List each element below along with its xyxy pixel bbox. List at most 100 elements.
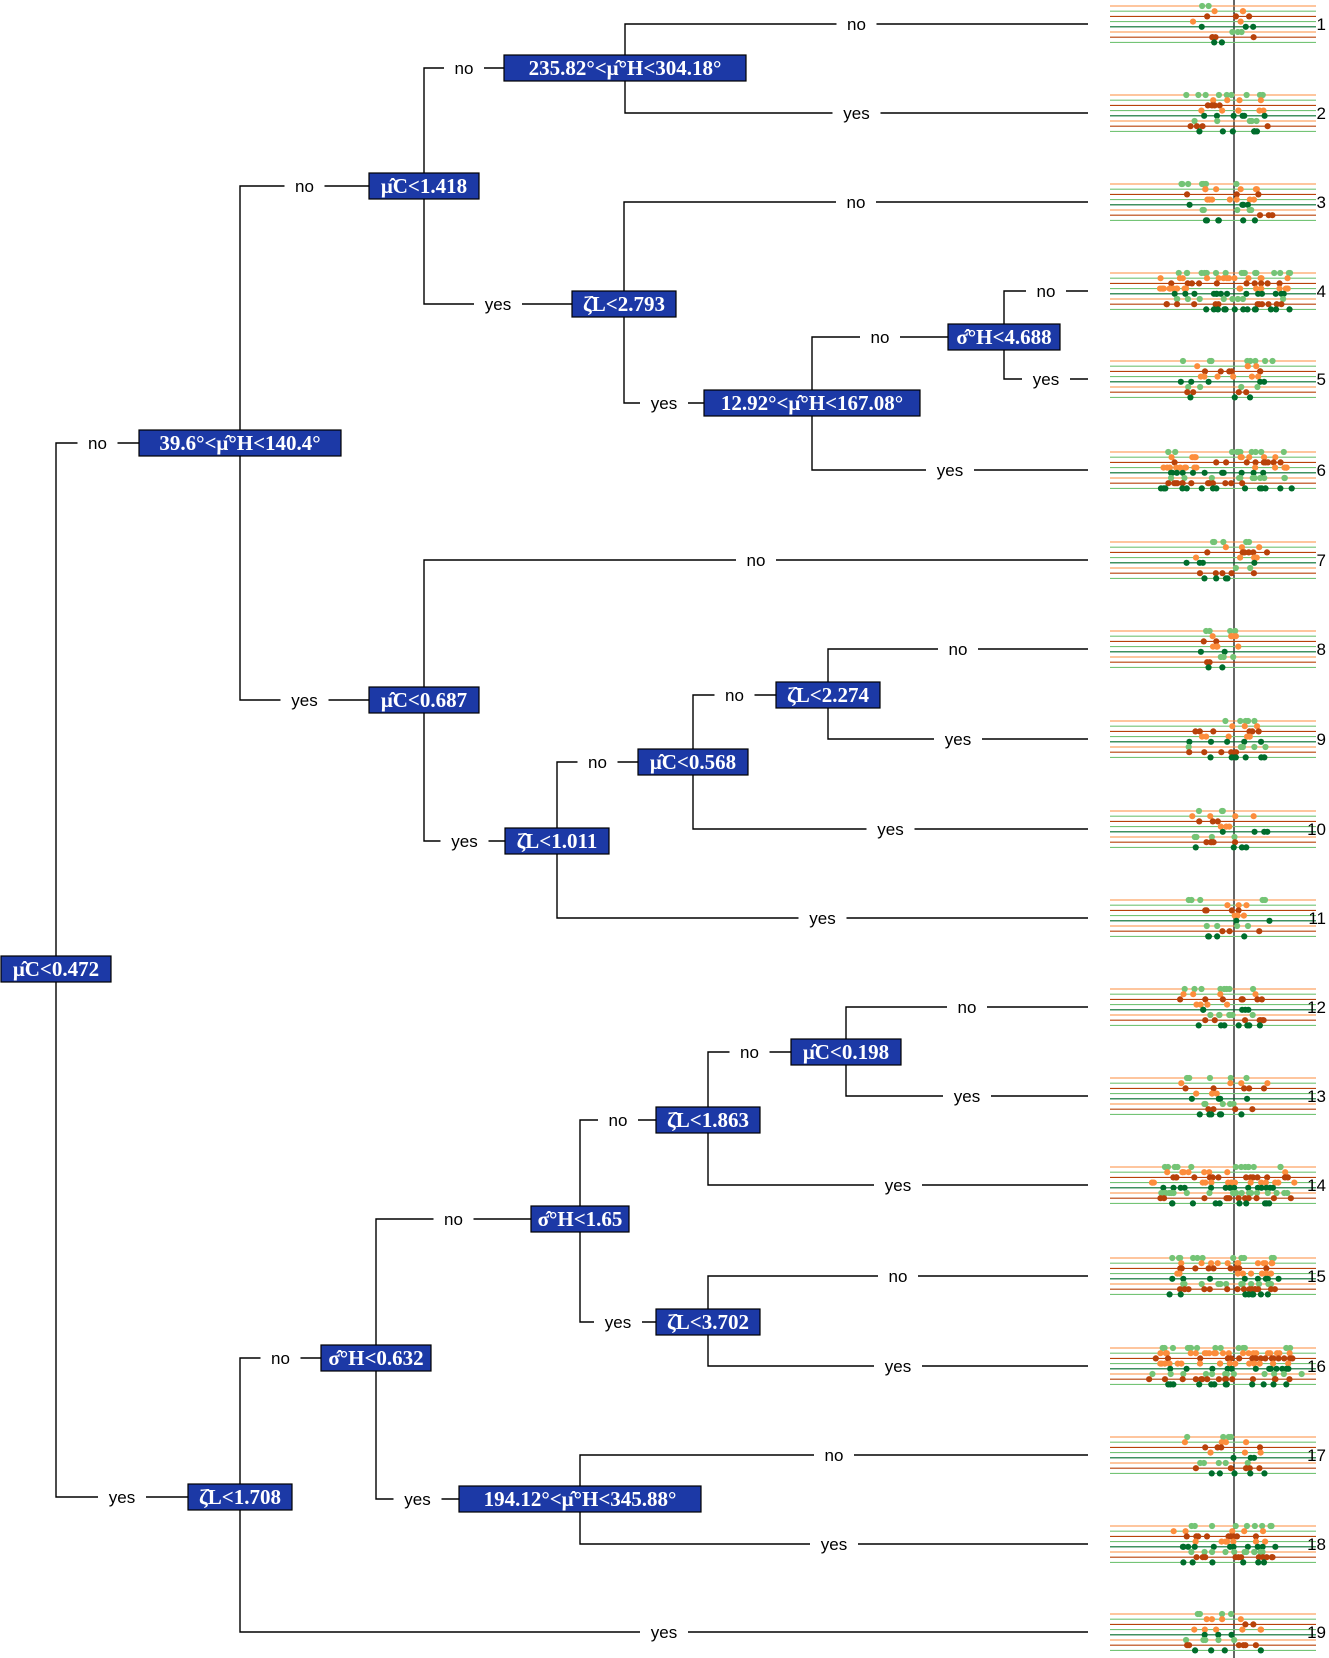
leaf-number: 4 — [1317, 282, 1326, 301]
leaf-dot — [1284, 1174, 1291, 1181]
leaf-dot — [1191, 290, 1198, 297]
leaf-dot — [1188, 480, 1195, 487]
leaf-dot — [1167, 474, 1175, 482]
leaf-dot — [1244, 1543, 1251, 1550]
leaf-dot — [1182, 285, 1190, 292]
edge-n1-no — [55, 442, 139, 969]
leaf-dot — [1186, 1074, 1193, 1082]
leaf-dot — [1229, 28, 1236, 36]
leaf-dot — [1191, 1522, 1198, 1530]
leaf-dot — [1266, 1184, 1274, 1191]
leaf-dot — [1298, 1370, 1305, 1378]
leaf-dot — [1203, 1616, 1210, 1623]
leaf-dot — [1163, 301, 1170, 308]
leaf-dot — [1158, 1189, 1165, 1197]
leaf-dot — [1242, 754, 1249, 761]
leaf-dot — [1227, 1080, 1234, 1087]
leaf-dot — [1254, 383, 1261, 391]
leaf-dot — [1213, 1090, 1220, 1097]
leaf-dot — [1180, 1275, 1187, 1282]
leaf-dot — [1252, 269, 1259, 277]
leaf-dot — [1219, 128, 1226, 135]
leaf-dot — [1187, 123, 1194, 130]
leaf-dot — [1226, 1360, 1233, 1367]
leaf-dot — [1234, 922, 1241, 930]
leaf-dot — [1202, 907, 1209, 914]
leaf-dot — [1235, 107, 1242, 114]
leaf-dot — [1182, 290, 1189, 297]
leaf-dot — [1206, 196, 1213, 203]
leaf-dot — [1285, 1365, 1292, 1372]
leaf-dot — [1217, 1344, 1224, 1352]
split-node-label-n14: σ̂°H<1.65 — [538, 1207, 623, 1231]
leaf-2: 2 — [1110, 91, 1326, 135]
leaf-dot — [1212, 269, 1220, 277]
leaf-dot — [1237, 717, 1244, 725]
leaf-dot — [1227, 1074, 1234, 1082]
leaf-dot — [1235, 389, 1242, 396]
leaf-16: 16 — [1110, 1344, 1326, 1388]
branch-label-bg — [260, 1347, 301, 1369]
leaf-dot — [1160, 1195, 1168, 1202]
leaf-dot — [1185, 180, 1192, 188]
leaf-18: 18 — [1110, 1522, 1326, 1566]
leaf-dot — [1222, 1439, 1230, 1446]
leaf-dot — [1264, 1291, 1271, 1298]
edge-n17-no — [707, 1275, 1088, 1322]
leaf-dot — [1285, 1360, 1292, 1367]
leaf-dot — [1254, 301, 1261, 308]
leaf-dot — [1286, 1355, 1294, 1362]
leaf-dot — [1166, 1360, 1173, 1367]
leaf-dot — [1251, 559, 1258, 566]
leaf-dot — [1231, 839, 1239, 846]
leaf-number: 10 — [1307, 820, 1326, 839]
leaf-dot — [1253, 117, 1260, 125]
branch-label-yes: yes — [291, 691, 317, 710]
split-node-label-n12: ζ̂L<1.708 — [199, 1485, 281, 1509]
branch-label-no: no — [1037, 282, 1056, 301]
leaf-dot — [1228, 633, 1235, 640]
leaf-dot — [1218, 1111, 1225, 1118]
leaf-dot — [1192, 728, 1199, 735]
leaf-number: 12 — [1307, 998, 1326, 1017]
leaf-dot — [1240, 912, 1247, 919]
leaf-dot — [1213, 485, 1220, 492]
leaf-dot — [1256, 1022, 1263, 1029]
leaf-dot — [1273, 301, 1280, 308]
leaf-dot — [1166, 1189, 1173, 1197]
leaf-dot — [1260, 454, 1268, 461]
leaf-dot — [1259, 1554, 1267, 1561]
split-node-label-n1: μ̂C<0.472 — [13, 957, 99, 981]
leaf-dot — [1257, 1626, 1264, 1633]
leaf-dot — [1201, 469, 1208, 476]
split-node-label-n10: μ̂C<0.568 — [650, 750, 736, 774]
leaf-dot — [1249, 728, 1256, 735]
leaf-dot — [1172, 448, 1179, 456]
leaf-dot — [1198, 23, 1205, 30]
leaf-dot — [1267, 1286, 1275, 1293]
edge-n8-yes — [423, 700, 505, 842]
leaf-dot — [1232, 1554, 1239, 1561]
leaf-dot — [1262, 1355, 1269, 1362]
leaf-dot — [1241, 1275, 1248, 1282]
leaf-dot — [1217, 991, 1224, 998]
leaf-dot — [1228, 91, 1235, 99]
leaf-dot — [1238, 469, 1245, 476]
leaf-dot — [1272, 1543, 1279, 1550]
branch-label-no: no — [455, 59, 474, 78]
leaf-dot — [1253, 363, 1260, 370]
leaf-dot — [1249, 985, 1257, 993]
leaf-dot — [1171, 290, 1178, 297]
leaf-dot — [1207, 813, 1214, 820]
leaf-dot — [1251, 217, 1258, 224]
branch-label-yes: yes — [843, 104, 869, 123]
leaf-dot — [1255, 728, 1262, 735]
edge-n18-no — [579, 1454, 1088, 1499]
branch-label-bg — [866, 818, 915, 840]
branch-label-no: no — [871, 328, 890, 347]
leaf-dot — [1164, 1169, 1171, 1176]
leaf-number: 14 — [1307, 1176, 1326, 1195]
leaf-dot — [1217, 1022, 1225, 1029]
leaf-dot — [1185, 1169, 1192, 1176]
leaf-dot — [1252, 448, 1259, 456]
